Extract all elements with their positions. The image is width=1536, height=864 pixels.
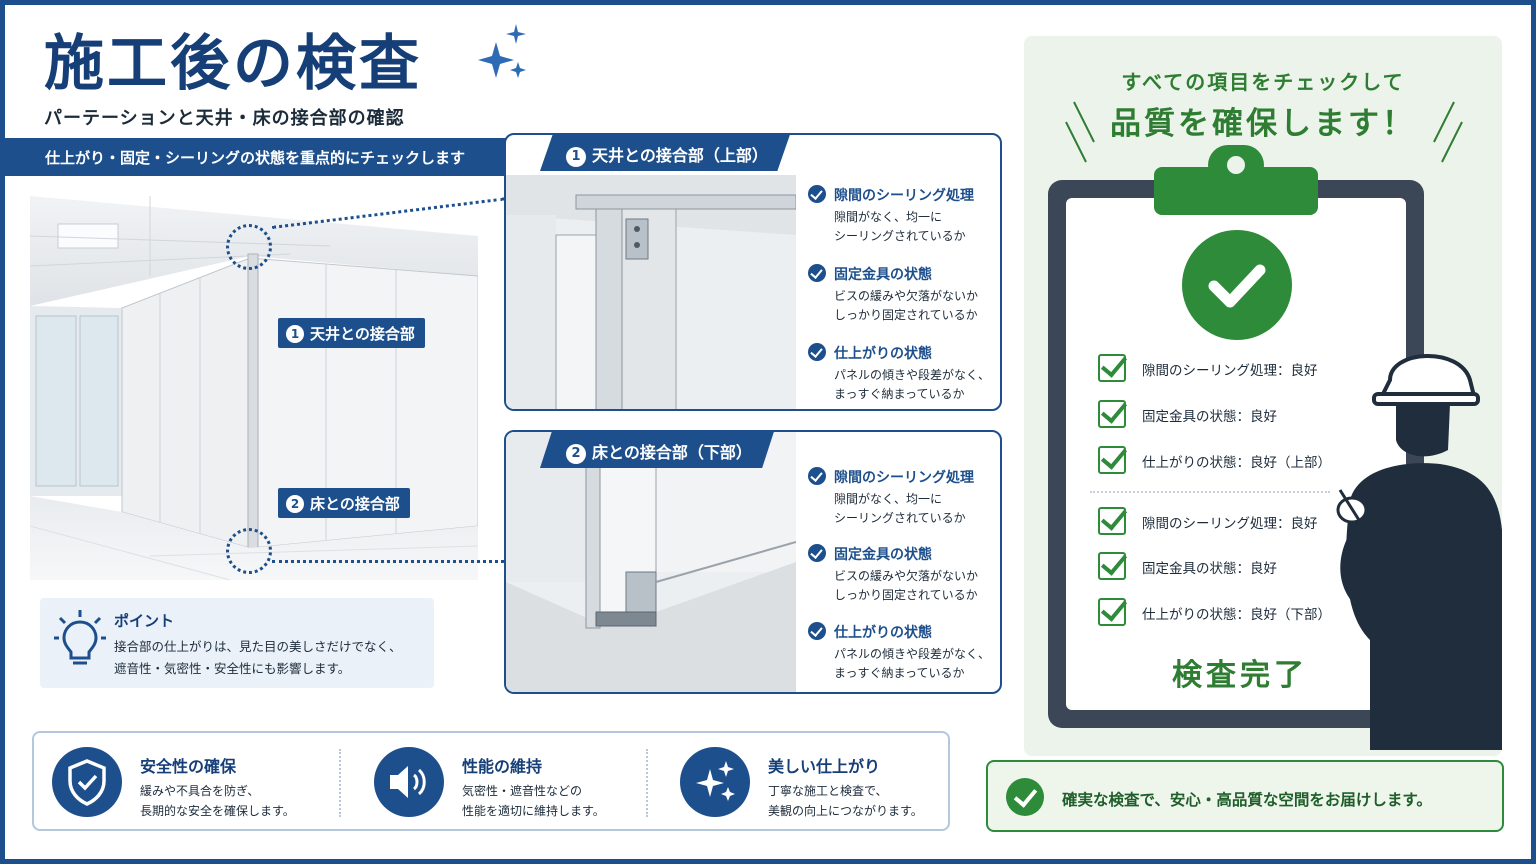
check-item-title: 仕上がりの状態 xyxy=(834,625,932,641)
checkbox-checked-icon xyxy=(1098,446,1126,474)
ceiling-joint-tag: 1 天井との接合部 xyxy=(278,318,425,348)
check-circle-icon xyxy=(808,467,826,485)
check-item-fixing: 固定金具の状態 ビスの緩みや欠落がないかしっかり固定されているか xyxy=(808,264,998,325)
check-circle-icon xyxy=(808,544,826,562)
check-item-title: 隙間のシーリング処理 xyxy=(834,470,974,486)
ceiling-joint-marker xyxy=(226,224,272,270)
focus-banner: 仕上がり・固定・シーリングの状態を重点的にチェックします xyxy=(5,138,553,176)
emphasis-lines-icon xyxy=(1065,101,1463,163)
closing-message-text: 確実な検査で、安心・高品質な空間をお届けします。 xyxy=(1062,791,1432,809)
big-check-icon xyxy=(1182,230,1292,340)
benefits-bar: 安全性の確保 緩みや不具合を防ぎ、長期的な安全を確保します。 性能の維持 気密性… xyxy=(32,731,950,831)
check-item-title: 固定金具の状態 xyxy=(834,547,932,563)
point-title: ポイント xyxy=(114,612,175,630)
closing-message: 確実な検査で、安心・高品質な空間をお届けします。 xyxy=(986,760,1504,832)
number-badge: 1 xyxy=(286,325,304,343)
point-text: 接合部の仕上がりは、見た目の美しさだけでなく、 遮音性・気密性・安全性にも影響し… xyxy=(114,636,402,680)
check-item-desc: ビスの緩みや欠落がないかしっかり固定されているか xyxy=(834,569,979,602)
point-line-1: 接合部の仕上がりは、見た目の美しさだけでなく、 xyxy=(114,639,402,654)
quality-heading-1: すべての項目をチェックして xyxy=(1121,70,1405,94)
check-item-title: 隙間のシーリング処理 xyxy=(834,188,974,204)
ceiling-panel-tab: 1 天井との接合部（上部） xyxy=(540,135,790,171)
speaker-icon xyxy=(374,747,444,817)
number-badge: 1 xyxy=(566,147,586,167)
sparkle-icon xyxy=(680,747,750,817)
check-circle-icon xyxy=(808,185,826,203)
number-badge: 2 xyxy=(286,495,304,513)
ceiling-panel-title: 天井との接合部（上部） xyxy=(592,146,768,165)
feature-title: 美しい仕上がり xyxy=(768,757,881,776)
check-item-sealing: 隙間のシーリング処理 隙間がなく、均一にシーリングされているか xyxy=(808,185,998,246)
feature-title: 性能の維持 xyxy=(462,757,543,776)
checkbox-checked-icon xyxy=(1098,354,1126,382)
clipboard-clip-icon xyxy=(1154,145,1318,215)
check-item-title: 固定金具の状態 xyxy=(834,267,932,283)
check-circle-icon xyxy=(808,343,826,361)
floor-joint-tag: 2 床との接合部 xyxy=(278,488,410,518)
feature-performance: 性能の維持 気密性・遮音性などの性能を適切に維持します。 xyxy=(356,747,656,818)
floor-leader-line xyxy=(272,560,504,563)
checkbox-checked-icon xyxy=(1098,400,1126,428)
check-item-desc: 隙間がなく、均一にシーリングされているか xyxy=(834,492,966,525)
shield-check-icon xyxy=(52,747,122,817)
check-circle-icon xyxy=(1006,778,1044,816)
page-subtitle: パーテーションと天井・床の接合部の確認 xyxy=(44,108,405,129)
checkbox-checked-icon xyxy=(1098,552,1126,580)
check-item-sealing: 隙間のシーリング処理 隙間がなく、均一にシーリングされているか xyxy=(808,467,998,528)
check-item-finish: 仕上がりの状態 パネルの傾きや段差がなく、まっすぐ納まっているか xyxy=(808,622,998,683)
divider xyxy=(339,749,341,817)
check-item-desc: ビスの緩みや欠落がないかしっかり固定されているか xyxy=(834,289,979,322)
inspection-complete-label: 検査完了 xyxy=(1172,658,1308,693)
feature-desc: 丁寧な施工と検査で、美観の向上につながります。 xyxy=(768,784,923,818)
check-circle-icon xyxy=(808,622,826,640)
floor-joint-photo xyxy=(506,432,796,692)
check-item-desc: 隙間がなく、均一にシーリングされているか xyxy=(834,210,966,243)
floor-joint-label: 床との接合部 xyxy=(310,495,400,513)
feature-desc: 気密性・遮音性などの性能を適切に維持します。 xyxy=(462,784,605,818)
point-box: ポイント 接合部の仕上がりは、見た目の美しさだけでなく、 遮音性・気密性・安全性… xyxy=(40,598,434,688)
floor-joint-marker xyxy=(226,528,272,574)
check-item-desc: パネルの傾きや段差がなく、まっすぐ納まっているか xyxy=(834,368,991,401)
check-item-desc: パネルの傾きや段差がなく、まっすぐ納まっているか xyxy=(834,647,991,680)
floor-joint-panel: 2 床との接合部（下部） 隙間のシーリング処理 隙間がなく、均一にシーリングされて… xyxy=(504,430,1002,694)
feature-title: 安全性の確保 xyxy=(140,757,237,776)
quality-heading-2: 品質を確保します！ xyxy=(1110,106,1416,142)
page-title: 施工後の検査 xyxy=(44,29,422,99)
number-badge: 2 xyxy=(566,444,586,464)
check-circle-icon xyxy=(808,264,826,282)
checkbox-checked-icon xyxy=(1098,507,1126,535)
check-item-finish: 仕上がりの状態 パネルの傾きや段差がなく、まっすぐ納まっているか xyxy=(808,343,998,404)
point-line-2: 遮音性・気密性・安全性にも影響します。 xyxy=(114,661,351,676)
check-item-fixing: 固定金具の状態 ビスの緩みや欠落がないかしっかり固定されているか xyxy=(808,544,998,605)
feature-desc: 緩みや不具合を防ぎ、長期的な安全を確保します。 xyxy=(140,784,295,818)
sparkle-icon xyxy=(478,24,526,78)
ceiling-joint-photo xyxy=(506,175,796,409)
lightbulb-icon xyxy=(54,610,106,665)
ceiling-joint-panel: 1 天井との接合部（上部） 隙間のシーリング処理 隙間がなく、均一にシーリングされ… xyxy=(504,133,1002,411)
check-item-title: 仕上がりの状態 xyxy=(834,346,932,362)
floor-panel-tab: 2 床との接合部（下部） xyxy=(540,432,774,468)
ceiling-joint-label: 天井との接合部 xyxy=(310,325,415,343)
checklist-divider xyxy=(1090,491,1330,493)
floor-panel-title: 床との接合部（下部） xyxy=(592,443,752,462)
feature-safety: 安全性の確保 緩みや不具合を防ぎ、長期的な安全を確保します。 xyxy=(34,747,334,818)
feature-finish: 美しい仕上がり 丁寧な施工と検査で、美観の向上につながります。 xyxy=(662,747,962,818)
inspector-figure xyxy=(1336,354,1502,750)
divider xyxy=(646,749,648,817)
checkbox-checked-icon xyxy=(1098,598,1126,626)
